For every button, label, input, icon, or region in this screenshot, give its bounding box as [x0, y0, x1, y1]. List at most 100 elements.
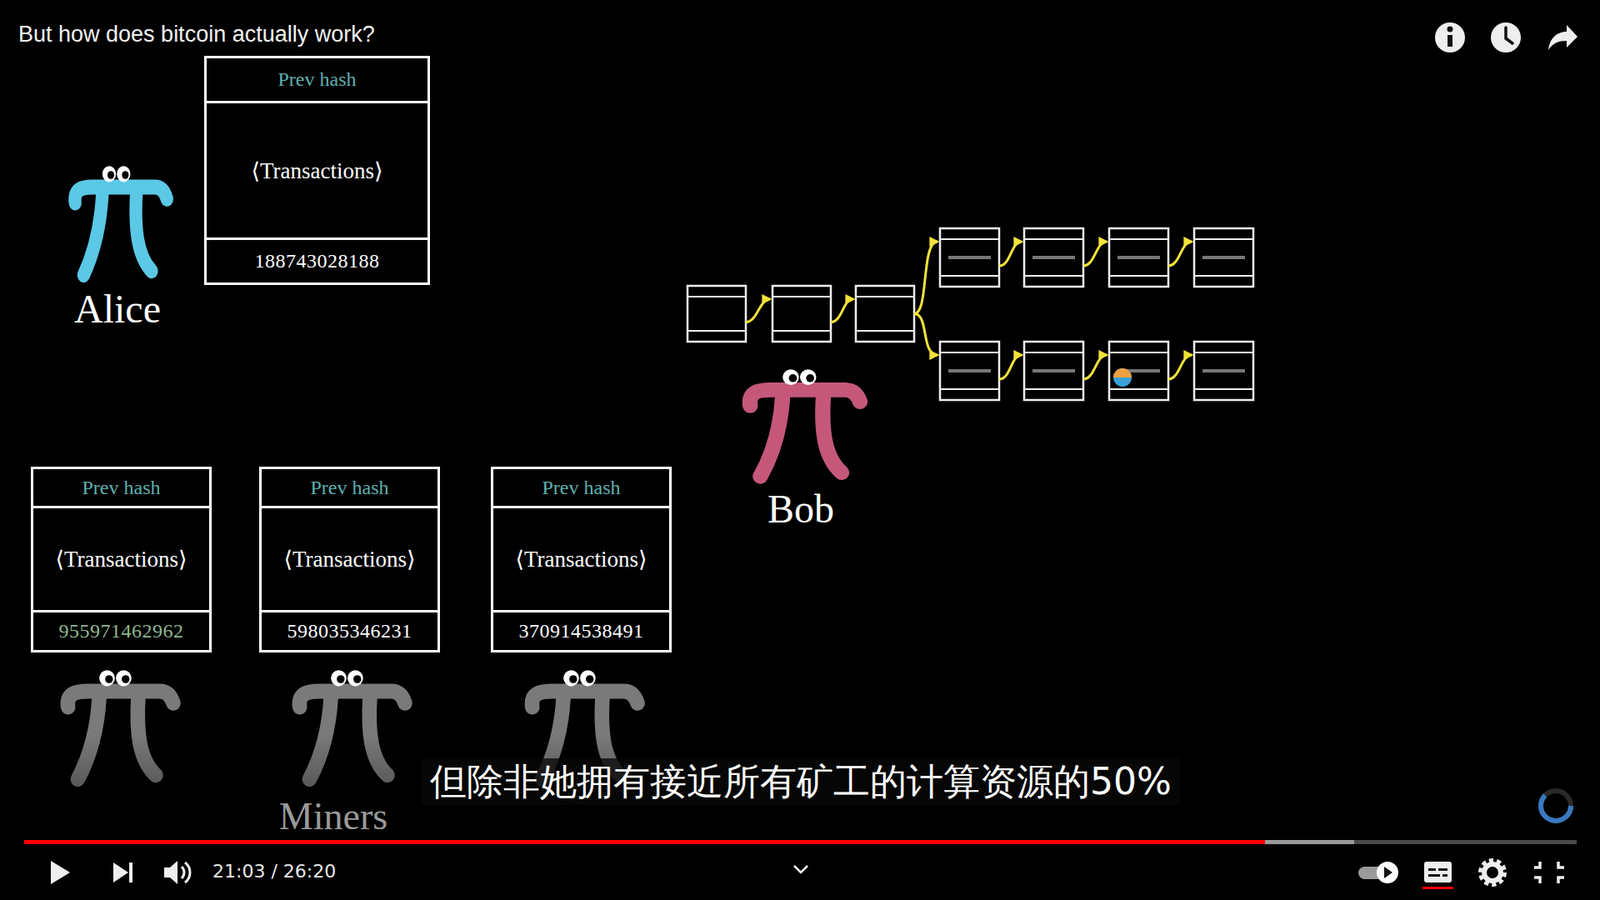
autoplay-toggle [1384, 866, 1393, 879]
chain-block-divider [940, 238, 1000, 240]
video-time: 21:03 / 26:20 [212, 861, 336, 882]
character-name: Alice [74, 287, 161, 332]
chain-block-divider [940, 388, 1000, 390]
chain-block-divider [1024, 238, 1084, 240]
controls-shade [0, 733, 1600, 900]
alice-character [75, 165, 167, 275]
chain-block-outline [1024, 341, 1084, 400]
group-name: Miners [279, 795, 388, 839]
chain-block-scribble [948, 369, 991, 373]
chain-block [1024, 341, 1084, 400]
chain-arrow [1083, 241, 1107, 266]
clock-icon [1505, 27, 1513, 44]
info-icon [1435, 22, 1465, 53]
nonce-number: 188743028188 [255, 250, 380, 273]
chain-block-divider [772, 295, 831, 298]
chain-block-divider [1024, 388, 1084, 390]
volume-icon [164, 860, 178, 885]
chain-block-divider [1109, 275, 1169, 277]
block-section: ⟨Transactions⟩ [261, 505, 438, 610]
progress-track [24, 840, 1577, 845]
chain-block-divider [855, 330, 915, 332]
chain-block-divider [940, 275, 1000, 277]
chain-block-outline [772, 285, 831, 342]
fullscreen-exit-icon [1534, 861, 1565, 884]
subtitles-icon [1428, 874, 1440, 877]
block-section: ⟨Transactions⟩ [33, 505, 210, 610]
chain-block-divider [1194, 351, 1254, 354]
chain-block-scribble [1202, 369, 1245, 373]
chain-block-divider [1024, 351, 1084, 354]
chain-block-divider [1109, 388, 1169, 390]
block-section: 370914538491 [493, 610, 670, 650]
block-box: Prev hash ⟨Transactions⟩ 955971462962 [30, 466, 212, 653]
transactions-label: ⟨Transactions⟩ [250, 157, 383, 185]
chain-block [1024, 228, 1084, 287]
info-icon [1447, 35, 1453, 47]
emoji-blob [1113, 368, 1132, 378]
chain-block-divider [1194, 275, 1254, 277]
chevron-icon [794, 865, 808, 873]
chain-block-divider [1109, 238, 1169, 240]
chain-arrow [914, 314, 938, 356]
chain-block [772, 285, 831, 342]
block-box: Prev hash⟨Transactions⟩188743028188 [204, 55, 430, 285]
video-title: But how does bitcoin actually work? [18, 21, 375, 48]
chain-arrow [914, 241, 938, 315]
transactions-label: ⟨Transactions⟩ [283, 545, 415, 573]
character-name: Bob [767, 487, 835, 532]
block-box: Prev hash ⟨Transactions⟩ 370914538491 [490, 466, 672, 653]
prev-hash-label: Prev hash [542, 476, 621, 500]
subtitles-icon [1442, 874, 1448, 877]
chain-block-divider [1024, 275, 1084, 277]
emoji-blob [1113, 368, 1132, 387]
chain-block-divider [687, 295, 746, 298]
chain-block-scribble [1032, 369, 1075, 373]
chain-block-scribble [1117, 255, 1160, 260]
chain-block [1109, 228, 1169, 287]
transactions-label: ⟨Transactions⟩ [55, 545, 187, 573]
prev-hash-label: Prev hash [310, 476, 390, 500]
next-button [129, 862, 133, 883]
chain-block-outline [1194, 228, 1254, 287]
chain-block-outline [1109, 341, 1169, 400]
block-section: ⟨Transactions⟩ [206, 100, 428, 238]
chain-block-outline [940, 228, 1000, 287]
progress-played [24, 840, 1265, 845]
subtitles-underline [1422, 886, 1454, 890]
volume-icon [181, 866, 185, 879]
settings-gear [1480, 860, 1505, 885]
chain-block [687, 285, 746, 342]
chain-block-divider [1194, 238, 1254, 240]
chain-block-divider [772, 330, 831, 332]
chain-arrow [745, 299, 770, 323]
loading-spinner [1540, 790, 1571, 821]
bob-character [750, 369, 860, 477]
chain-block [1194, 341, 1254, 400]
next-button [113, 862, 129, 883]
block-box: Prev hash ⟨Transactions⟩ 598035346231 [259, 466, 440, 653]
chain-block-divider [855, 295, 915, 298]
autoplay-toggle [1376, 861, 1399, 884]
transactions-label: ⟨Transactions⟩ [515, 545, 647, 573]
chain-block-scribble [1032, 255, 1075, 260]
prev-hash-label: Prev hash [82, 476, 161, 500]
block-section: ⟨Transactions⟩ [493, 505, 670, 610]
chain-block-divider [1194, 388, 1254, 390]
block-section: 598035346231 [261, 610, 438, 650]
chain-arrow [1168, 241, 1192, 266]
chain-block-scribble [1202, 255, 1245, 260]
chain-block [940, 228, 1000, 287]
chain-block-divider [940, 351, 1000, 354]
chain-block [1109, 341, 1169, 400]
block-section: 955971462962 [33, 610, 210, 650]
chain-block-scribble [948, 255, 991, 260]
clock-icon [1490, 22, 1521, 53]
chain-arrow [999, 355, 1022, 380]
block-section: Prev hash [493, 469, 670, 506]
chain-block-divider [687, 330, 746, 332]
subtitles-icon [1438, 868, 1448, 871]
subtitle: 但除非她拥有接近所有矿工的计算资源的50% [421, 758, 1180, 805]
volume-icon [185, 862, 190, 883]
